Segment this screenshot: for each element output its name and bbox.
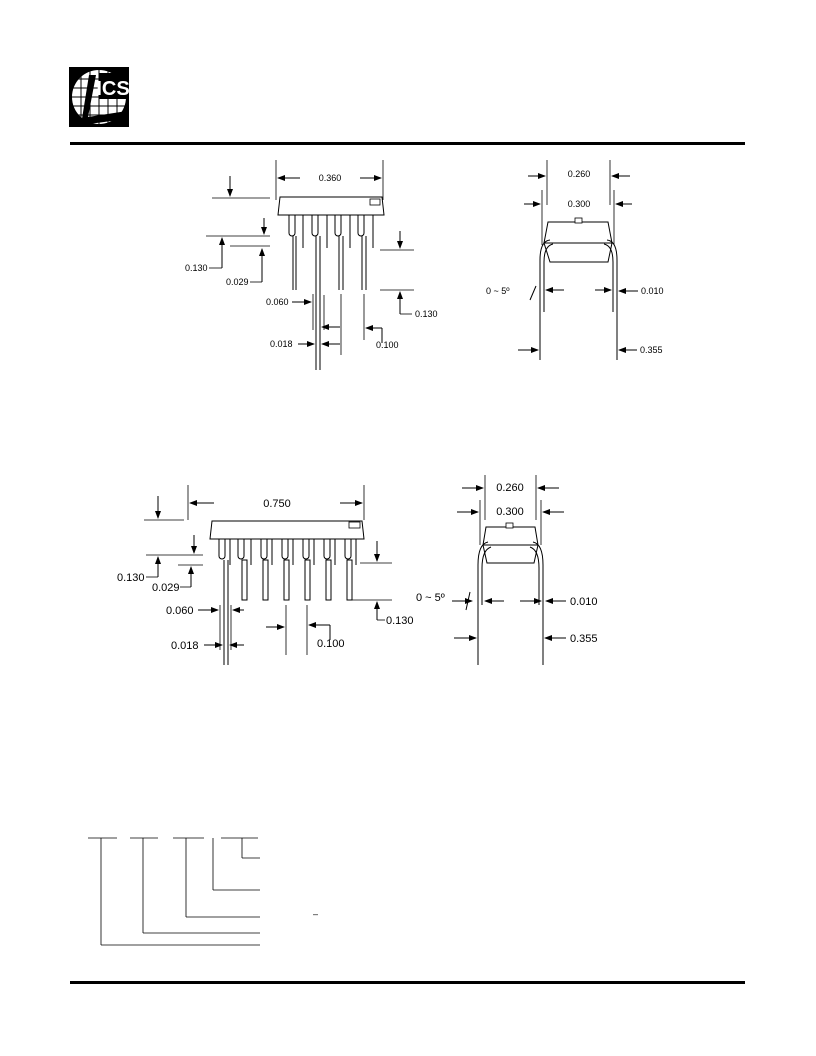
dim-body-length: 0.360 — [319, 173, 342, 183]
end14-lead-angle: 0 ~ 5º — [416, 592, 445, 604]
header-rule — [70, 142, 745, 145]
dip8-side-view: 0.360 0.130 0.029 0.13 — [185, 160, 438, 370]
dim-pin-bottom: 0.130 — [185, 263, 208, 273]
end-row-spacing: 0.300 — [568, 199, 591, 209]
dim-standoff: 0.029 — [226, 277, 249, 287]
logo-text: ICS — [96, 78, 129, 100]
ics-logo-icon: ICS — [69, 67, 130, 127]
dip8-end-view: 0.260 0.300 0 ~ 5º 0.010 0.355 — [486, 160, 664, 360]
dim14-standoff: 0.029 — [152, 582, 180, 594]
end-lead-thickness: 0.010 — [641, 286, 664, 296]
company-logo: ICS — [69, 67, 130, 127]
dim-pin-width-upper: 0.060 — [266, 297, 289, 307]
dim14-pin-bottom: 0.130 — [117, 572, 145, 584]
end14-lead-spread: 0.355 — [570, 633, 598, 645]
dim14-pin-length: 0.130 — [386, 615, 414, 627]
dim-pin-width-lower: 0.018 — [270, 339, 293, 349]
dim14-pin-width-lower: 0.018 — [171, 640, 199, 652]
end-lead-spread: 0.355 — [640, 345, 663, 355]
dim14-pin-width-upper: 0.060 — [166, 605, 194, 617]
dim-pin-pitch: 0.100 — [376, 340, 399, 350]
dim14-pin-pitch: 0.100 — [317, 638, 345, 650]
end-lead-angle: 0 ~ 5º — [486, 286, 510, 296]
end14-body-width: 0.260 — [496, 482, 524, 494]
dim14-body-length: 0.750 — [263, 498, 291, 510]
footer-rule — [70, 981, 745, 984]
ordering-tree: – — [88, 837, 318, 946]
end-body-width: 0.260 — [568, 169, 591, 179]
dip14-end-view: 0.260 0.300 0 ~ 5º 0.010 0.355 — [416, 475, 598, 665]
dim-pin-length: 0.130 — [415, 309, 438, 319]
end14-row-spacing: 0.300 — [496, 506, 524, 518]
ordering-dash: – — [313, 909, 318, 919]
dip14-side-view: 0.750 — [117, 485, 414, 665]
end14-lead-thickness: 0.010 — [570, 596, 598, 608]
